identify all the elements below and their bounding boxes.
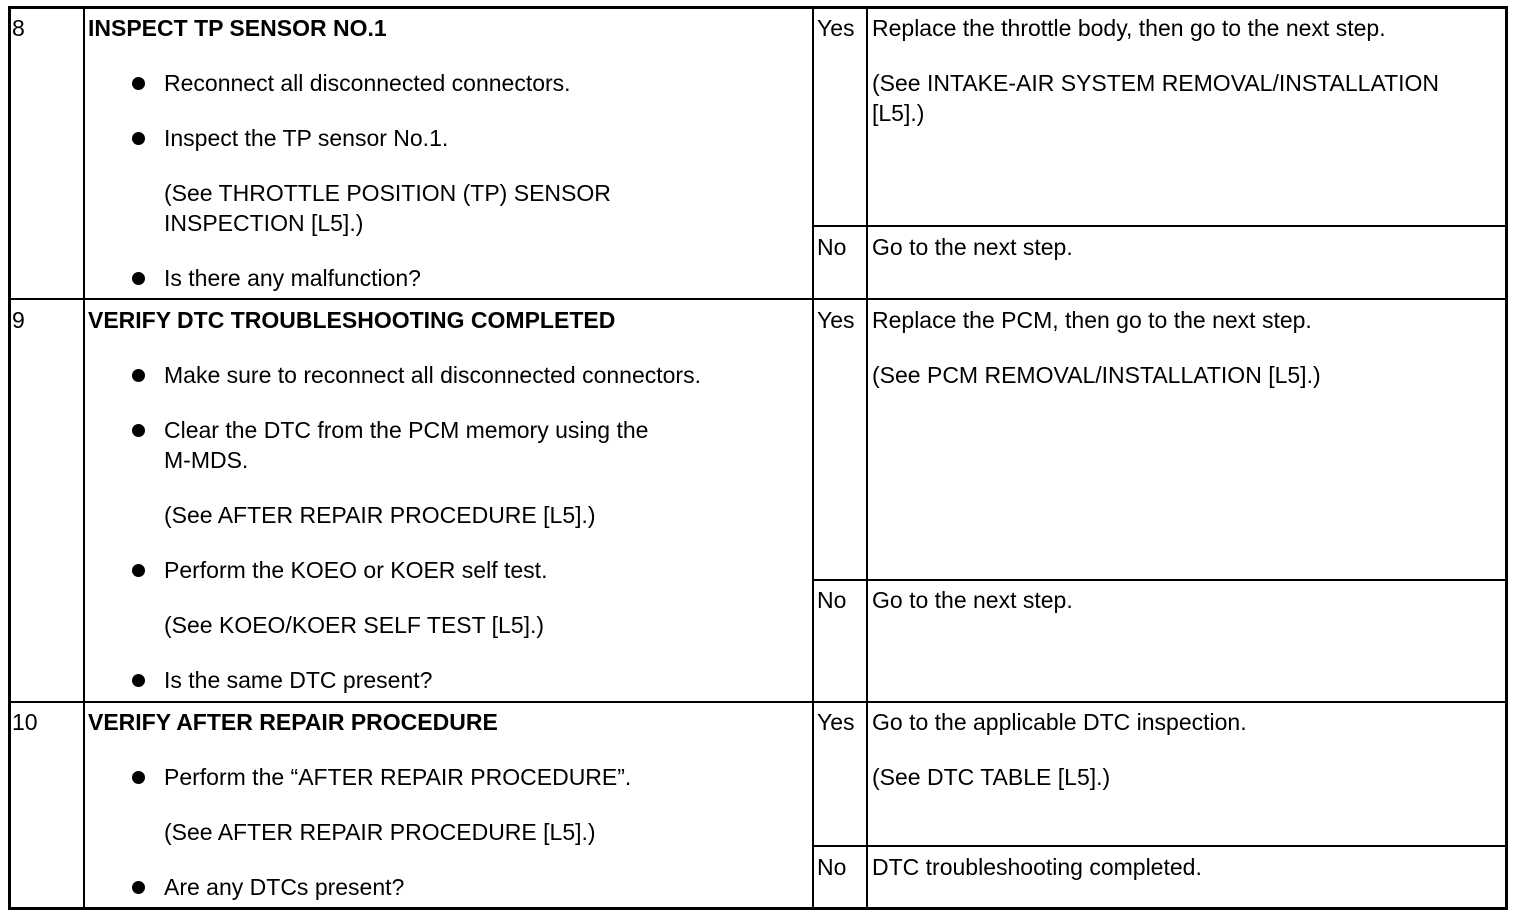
yes-label: Yes	[817, 709, 855, 735]
bullet-icon	[132, 771, 145, 784]
procedure-item: Perform the KOEO or KOER self test.	[164, 557, 548, 583]
reference-note: (See AFTER REPAIR PROCEDURE [L5].)	[164, 819, 596, 845]
column-divider-step	[83, 9, 85, 907]
row-divider-8-9	[11, 298, 1505, 300]
bullet-icon	[132, 674, 145, 687]
yes-action: Replace the throttle body, then go to th…	[872, 15, 1386, 41]
yes-reference: (See INTAKE-AIR SYSTEM REMOVAL/INSTALLAT…	[872, 70, 1440, 96]
yes-no-divider-10	[812, 845, 1505, 847]
row-divider-9-10	[11, 701, 1505, 703]
bullet-icon	[132, 369, 145, 382]
step-title: VERIFY AFTER REPAIR PROCEDURE	[88, 709, 498, 735]
step-title: VERIFY DTC TROUBLESHOOTING COMPLETED	[88, 307, 616, 333]
reference-note: INSPECTION [L5].)	[164, 210, 364, 236]
yes-no-divider-9	[812, 579, 1505, 581]
step-number: 10	[12, 709, 38, 735]
bullet-icon	[132, 881, 145, 894]
no-label: No	[817, 234, 847, 260]
step-title: INSPECT TP SENSOR NO.1	[88, 15, 387, 41]
column-divider-procedure	[812, 9, 814, 907]
no-label: No	[817, 587, 847, 613]
procedure-item: Clear the DTC from the PCM memory using …	[164, 417, 649, 443]
no-action: Go to the next step.	[872, 234, 1073, 260]
no-action: DTC troubleshooting completed.	[872, 854, 1202, 880]
reference-note: (See AFTER REPAIR PROCEDURE [L5].)	[164, 502, 596, 528]
yes-action: Go to the applicable DTC inspection.	[872, 709, 1247, 735]
no-label: No	[817, 854, 847, 880]
bullet-icon	[132, 132, 145, 145]
step-number: 8	[12, 15, 25, 41]
column-divider-result	[866, 9, 868, 907]
bullet-icon	[132, 424, 145, 437]
procedure-question: Are any DTCs present?	[164, 874, 405, 900]
step-number: 9	[12, 307, 25, 333]
procedure-item: Perform the “AFTER REPAIR PROCEDURE”.	[164, 764, 632, 790]
yes-reference: (See DTC TABLE [L5].)	[872, 764, 1111, 790]
yes-label: Yes	[817, 307, 855, 333]
procedure-question: Is the same DTC present?	[164, 667, 433, 693]
yes-reference: [L5].)	[872, 100, 925, 126]
no-action: Go to the next step.	[872, 587, 1073, 613]
bullet-icon	[132, 77, 145, 90]
reference-note: (See THROTTLE POSITION (TP) SENSOR	[164, 180, 611, 206]
yes-label: Yes	[817, 15, 855, 41]
procedure-question: Is there any malfunction?	[164, 265, 421, 291]
reference-note: (See KOEO/KOER SELF TEST [L5].)	[164, 612, 545, 638]
yes-no-divider-8	[812, 225, 1505, 227]
procedure-item: Make sure to reconnect all disconnected …	[164, 362, 701, 388]
bullet-icon	[132, 564, 145, 577]
troubleshooting-table	[8, 6, 1508, 910]
procedure-item: Inspect the TP sensor No.1.	[164, 125, 449, 151]
procedure-item: Reconnect all disconnected connectors.	[164, 70, 571, 96]
yes-action: Replace the PCM, then go to the next ste…	[872, 307, 1312, 333]
bullet-icon	[132, 272, 145, 285]
procedure-item: M-MDS.	[164, 447, 249, 473]
yes-reference: (See PCM REMOVAL/INSTALLATION [L5].)	[872, 362, 1321, 388]
